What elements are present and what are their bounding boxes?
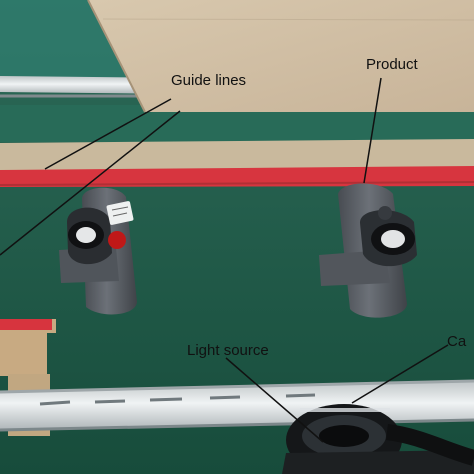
annotation-arrows — [0, 77, 449, 443]
left-cardboard-stack — [0, 319, 56, 376]
camera — [282, 450, 474, 474]
guide-lines-label: Guide lines — [171, 72, 247, 89]
tan-guide-board — [0, 139, 474, 171]
camera-label: Ca — [447, 333, 467, 350]
upper-green-band — [0, 105, 474, 142]
product-right — [319, 183, 417, 318]
product-label: Product — [366, 56, 418, 73]
cardboard-edge — [87, 0, 146, 113]
cardboard-sheet — [88, 0, 474, 112]
product-left — [59, 187, 137, 315]
light-source-label: Light source — [187, 342, 269, 359]
